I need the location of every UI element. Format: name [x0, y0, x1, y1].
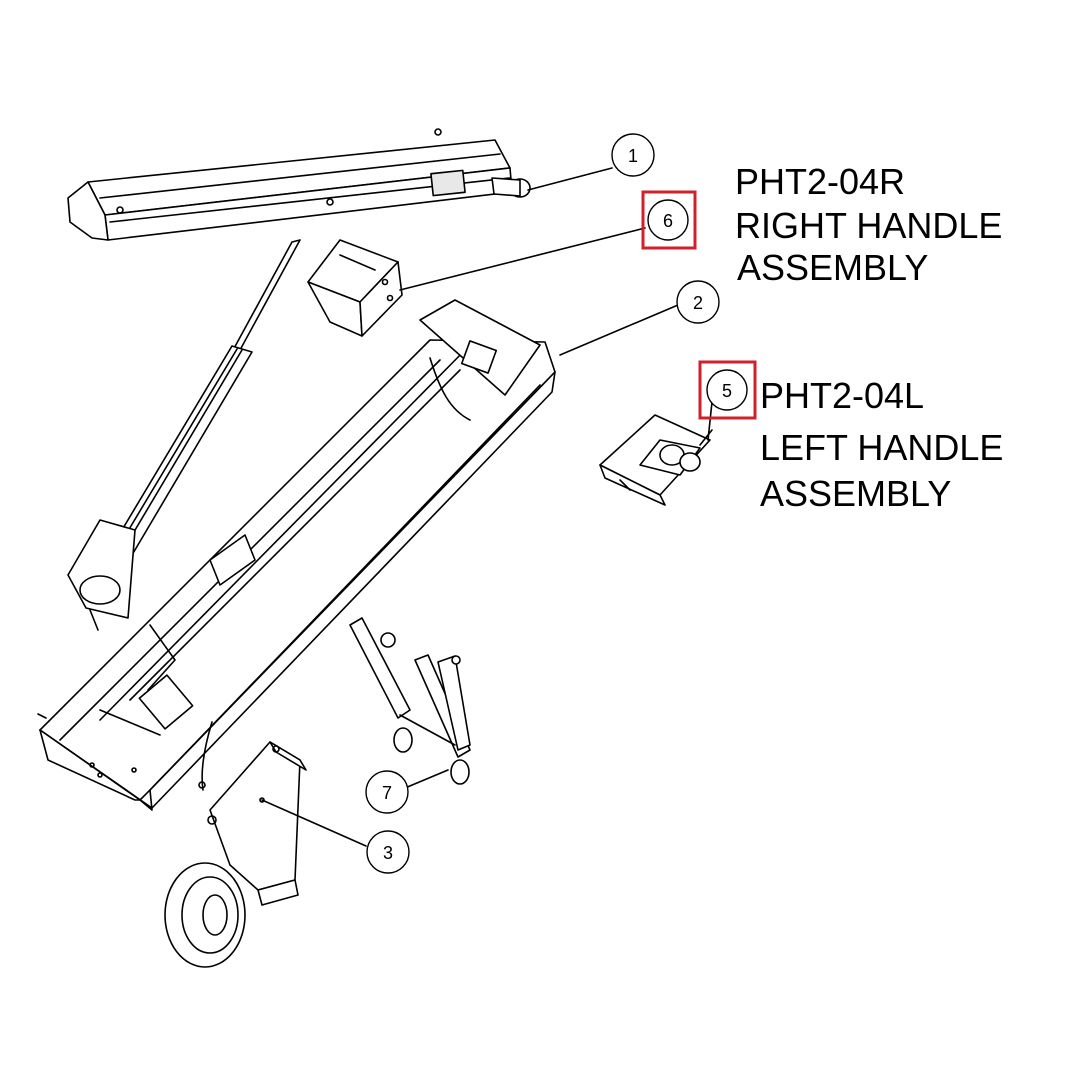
part-2-main-frame: [37, 299, 556, 811]
right-handle-title-line1: RIGHT HANDLE: [735, 205, 1003, 246]
callout-7-label: 7: [382, 783, 392, 803]
callout-7-circle: [365, 770, 409, 814]
callout-6-circle: [647, 199, 689, 241]
left-handle-title-line2: ASSEMBLY: [760, 473, 952, 514]
highlight-box-6: [641, 190, 697, 250]
part-1-upper-rail: [67, 128, 531, 241]
callout-1-label: 1: [628, 146, 638, 166]
leader-lines: [261, 167, 713, 847]
part-6-right-handle-bracket: [307, 239, 403, 337]
linear-actuator: [67, 239, 301, 631]
callout-5-label: 5: [722, 381, 732, 401]
right-handle-title-line2: ASSEMBLY: [737, 247, 929, 288]
highlight-box-5: [698, 360, 757, 420]
callout-2-circle: [676, 280, 720, 324]
part-7-caster-legs: [349, 617, 471, 785]
part-3-wheel-bracket: [164, 741, 307, 968]
callout-3-label: 3: [383, 843, 393, 863]
callout-3-circle: [366, 830, 410, 874]
callout-bubbles: [365, 133, 748, 874]
callout-5-circle: [706, 369, 748, 411]
callout-1-circle: [611, 133, 655, 177]
callout-2-label: 2: [693, 293, 703, 313]
left-handle-title-line1: LEFT HANDLE: [760, 427, 1004, 468]
callout-6-label: 6: [663, 211, 673, 231]
right-handle-part-code: PHT2-04R: [735, 161, 906, 202]
left-handle-part-code: PHT2-04L: [760, 375, 925, 416]
part-5-left-handle-bracket: [599, 414, 713, 506]
